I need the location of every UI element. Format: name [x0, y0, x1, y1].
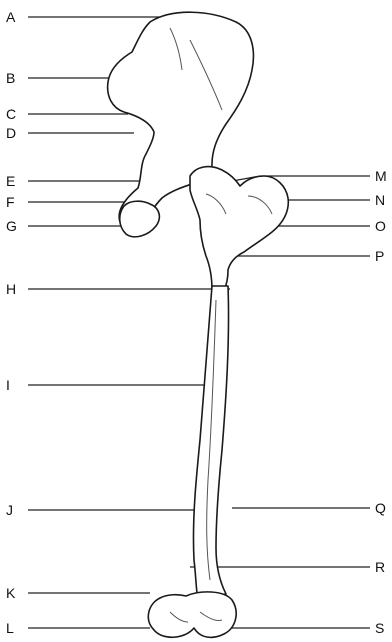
label-j: J — [6, 502, 13, 518]
label-s: S — [375, 620, 384, 636]
ischium-shape — [120, 201, 160, 237]
label-c: C — [6, 106, 16, 122]
femur-outline — [108, 12, 289, 637]
label-f: F — [6, 194, 15, 210]
femur-shaft-shape — [193, 286, 228, 600]
label-h: H — [6, 281, 16, 297]
label-k: K — [6, 585, 15, 601]
label-i: I — [6, 377, 10, 393]
label-r: R — [375, 559, 385, 575]
label-g: G — [6, 218, 17, 234]
label-d: D — [6, 125, 16, 141]
label-q: Q — [375, 500, 386, 516]
label-o: O — [375, 218, 386, 234]
femur-head-neck-shape — [190, 167, 288, 290]
femur-condyles-shape — [148, 592, 236, 637]
label-n: N — [375, 192, 385, 208]
label-a: A — [6, 9, 15, 25]
label-l: L — [6, 620, 14, 636]
label-m: M — [375, 168, 387, 184]
label-p: P — [375, 248, 384, 264]
label-b: B — [6, 70, 15, 86]
label-e: E — [6, 173, 15, 189]
